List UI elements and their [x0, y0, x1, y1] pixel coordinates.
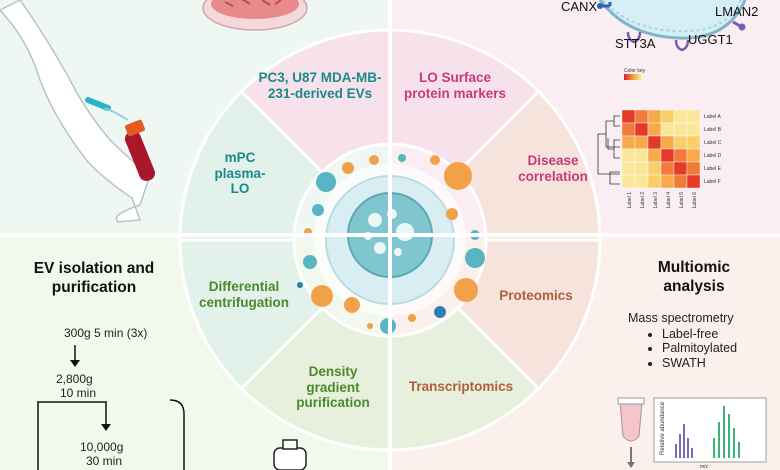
heatmap-cell — [660, 135, 675, 150]
segment-top-left — [178, 238, 325, 391]
protein-canx-icon — [597, 2, 612, 9]
heatmap-cell — [634, 161, 649, 176]
heatmap-cell — [673, 161, 688, 176]
segment-top-center-label: PC3, U87 MDA-MB-231-derived EVs — [258, 70, 382, 101]
isolation-step-3: 10 min — [60, 386, 97, 400]
isolation-step-2: 2,800g — [56, 372, 93, 386]
arm-icon — [0, 0, 151, 223]
heatmap-col-label: Label 2 — [640, 192, 646, 209]
heatmap-cell — [686, 122, 701, 137]
protein-label-stt3a: STT3A — [615, 36, 656, 51]
protein-label-lman2: LMAN2 — [715, 4, 758, 19]
heatmap-col-label: Label 3 — [653, 192, 659, 209]
isolation-title: EV isolation and purification — [33, 260, 155, 296]
heatmap-cell — [686, 109, 701, 124]
flow-arrows — [37, 345, 185, 470]
heatmap-cell — [621, 174, 636, 189]
segment-bottom-right-label: Transcriptomics — [408, 379, 514, 394]
heatmap-cell — [621, 148, 636, 163]
heatmap-col-labels: Label 1 Label 2 Label 3 Label 4 Label 5 Label… — [627, 192, 698, 209]
heatmap-cell — [686, 161, 701, 176]
spectrum-ylabel: Relative abundance — [660, 401, 666, 455]
segment-top-left-label: mPC plasma-LO — [214, 150, 266, 197]
heatmap-cell — [673, 148, 688, 163]
multiomic-item: Palmitoylated — [662, 341, 737, 355]
heatmap-row-label: Label D — [704, 153, 722, 159]
multiomic-item: Label-free — [662, 327, 737, 341]
heatmap-col-label: Label 6 — [692, 192, 698, 209]
heatmap-cell — [647, 122, 662, 137]
heatmap-cell — [686, 148, 701, 163]
heatmap-row-label: Label C — [704, 140, 722, 146]
protein-uggt1-icon — [674, 39, 690, 52]
isolation-step-1: 300g 5 min (3x) — [64, 326, 148, 340]
blood-tube-icon — [124, 119, 156, 181]
heatmap-cell — [673, 109, 688, 124]
heatmap-cell — [647, 148, 662, 163]
heatmap-row-label: Label F — [704, 179, 721, 185]
heatmap-color-key: Color key — [624, 68, 646, 74]
heatmap-cell — [634, 148, 649, 163]
heatmap-cell — [647, 109, 662, 124]
heatmap-row-label: Label B — [704, 127, 722, 133]
heatmap-row-label: Label A — [704, 114, 721, 120]
heatmap-cell — [660, 148, 675, 163]
heatmap-cell — [660, 109, 675, 124]
segment-ring — [178, 28, 602, 452]
heatmap-cell — [621, 135, 636, 150]
segment-right-lower-label: Proteomics — [499, 288, 573, 303]
divider-vertical — [388, 0, 392, 470]
protein-label-canx: CANX — [561, 0, 597, 14]
segment-bottom-center-label: Density gradient purification — [296, 364, 370, 411]
segment-top-right-label: LO Surface protein markers — [403, 70, 507, 101]
spectrum-xlabel: m/z — [700, 464, 709, 470]
protein-lman2-icon — [732, 20, 746, 31]
heatmap-row-labels: Label A Label B Label C Label D Label E Label… — [704, 114, 722, 185]
multiomic-list: Label-free Palmitoylated SWATH — [644, 327, 737, 370]
heatmap-cell — [673, 135, 688, 150]
heatmap-cell — [673, 122, 688, 137]
heatmap-cell — [634, 122, 649, 137]
heatmap-col-label: Label 5 — [679, 192, 685, 209]
heatmap-col-label: Label 1 — [627, 192, 633, 209]
heatmap — [597, 74, 701, 189]
spectrum-plot — [653, 397, 767, 463]
heatmap-cell — [660, 122, 675, 137]
heatmap-cell — [647, 135, 662, 150]
heatmap-col-label: Label 4 — [666, 192, 672, 209]
segment-left-lower-label: Differential centrifugation — [199, 279, 289, 310]
protein-stt3a-icon — [626, 31, 642, 44]
heatmap-cell — [621, 109, 636, 124]
heatmap-cell — [621, 161, 636, 176]
isolation-step-5: 30 min — [86, 454, 123, 468]
heatmap-cell — [686, 135, 701, 150]
heatmap-cell — [647, 161, 662, 176]
heatmap-cell — [647, 174, 662, 189]
heatmap-cells — [621, 109, 701, 189]
heatmap-cell — [686, 174, 701, 189]
segment-right-upper-label: Disease correlation — [518, 153, 588, 184]
protein-label-uggt1: UGGT1 — [688, 32, 733, 47]
petri-dish-icon — [202, 0, 308, 31]
isolation-step-4: 10,000g — [80, 440, 124, 454]
heatmap-cell — [634, 109, 649, 124]
heatmap-cell — [634, 174, 649, 189]
heatmap-cell — [660, 161, 675, 176]
multiomic-title: Multiomic analysis — [657, 259, 731, 295]
heatmap-cell — [621, 122, 636, 137]
sample-tube-icon — [617, 397, 645, 468]
heatmap-row-label: Label E — [704, 166, 722, 172]
spectrum-peaks — [675, 406, 740, 458]
heatmap-cell — [634, 135, 649, 150]
multiomic-item: SWATH — [662, 356, 737, 370]
membrane-icon — [598, 0, 747, 40]
heatmap-cell — [673, 174, 688, 189]
multiomic-method: Mass spectrometry — [628, 311, 734, 325]
bottle-icon — [273, 439, 307, 470]
heatmap-cell — [660, 174, 675, 189]
